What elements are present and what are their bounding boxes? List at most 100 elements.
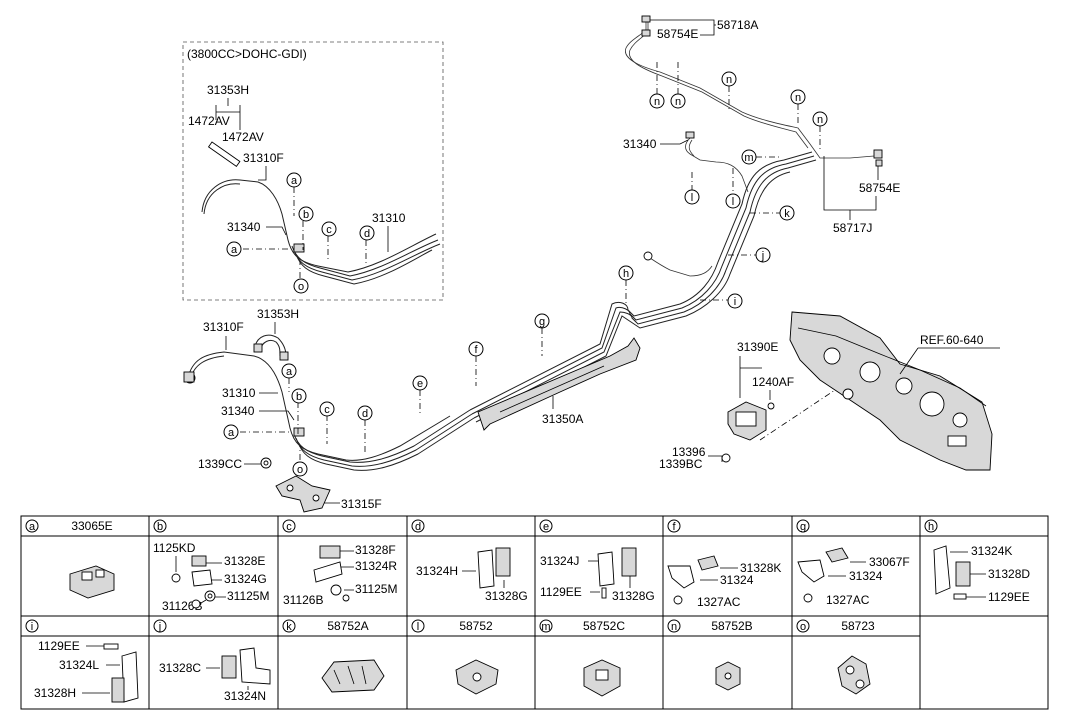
module-and-dash-panel: 31390E 1240AF 13396 1339BC REF.60-640 xyxy=(659,311,1000,471)
cell-o-letter: o xyxy=(800,621,806,633)
callout-d-inset: d xyxy=(364,228,370,240)
label-58754E-top: 58754E xyxy=(657,27,698,41)
callout-k: k xyxy=(784,208,790,220)
callout-l-left: l xyxy=(691,192,693,204)
h-1129EE: 1129EE xyxy=(988,590,1030,604)
label-31310-inset: 31310 xyxy=(372,211,406,225)
i-31324L: 31324L xyxy=(59,658,99,672)
label-31340-inset: 31340 xyxy=(227,220,261,234)
f-31324: 31324 xyxy=(720,573,754,587)
callout-m: m xyxy=(744,152,753,164)
cell-k-title: 58752A xyxy=(327,619,368,633)
callout-b-main: b xyxy=(296,391,302,403)
e-1129EE: 1129EE xyxy=(540,585,582,599)
c-31324R: 31324R xyxy=(355,559,397,573)
label-31353H-inset: 31353H xyxy=(207,83,249,97)
main-left-assembly: 31353H 31310F 31310 31340 1339CC 31315F xyxy=(183,307,475,513)
label-1472AV-inset-right: 1472AV xyxy=(222,130,264,144)
cell-a-letter: a xyxy=(29,521,36,533)
cell-a-title: 33065E xyxy=(71,519,112,533)
g-31324: 31324 xyxy=(849,569,883,583)
b-31324G: 31324G xyxy=(224,572,267,586)
callout-n-5: n xyxy=(817,114,823,126)
b-31125M: 31125M xyxy=(227,589,269,603)
cell-l-letter: l xyxy=(417,621,419,633)
label-31340-upper: 31340 xyxy=(623,137,657,151)
g-1327AC: 1327AC xyxy=(826,593,870,607)
label-31310: 31310 xyxy=(222,386,256,400)
label-1240AF: 1240AF xyxy=(752,375,794,389)
label-31390E: 31390E xyxy=(737,340,778,354)
label-58717J: 58717J xyxy=(833,221,872,235)
callout-o-main: o xyxy=(297,464,303,476)
part-58752A xyxy=(321,659,385,693)
callout-h: h xyxy=(623,268,629,280)
callout-b-inset: b xyxy=(303,209,309,221)
cell-o-title: 58723 xyxy=(841,619,875,633)
d-31328G: 31328G xyxy=(485,589,528,603)
label-1339CC: 1339CC xyxy=(198,457,242,471)
cell-f-letter: f xyxy=(672,521,676,533)
callout-d-main: d xyxy=(362,408,368,420)
e-31324J: 31324J xyxy=(540,554,579,568)
callout-a-main-top: a xyxy=(286,366,293,378)
label-31353H: 31353H xyxy=(257,307,299,321)
i-1129EE: 1129EE xyxy=(38,639,80,653)
label-1472AV-inset-left: 1472AV xyxy=(188,114,230,128)
c-31125M: 31125M xyxy=(355,582,397,596)
parts-table: a 33065E b c d e f g h 1125KD 31328E 313… xyxy=(20,515,1049,710)
label-31310F-inset: 31310F xyxy=(243,151,284,165)
callout-j: j xyxy=(761,250,764,262)
b-1125KD: 1125KD xyxy=(153,541,196,555)
cell-d-letter: d xyxy=(415,521,421,533)
main-pipe-run: 31350A 31340 58718A 58754E 58754E 58717J… xyxy=(412,15,900,431)
cell-m-letter: m xyxy=(541,621,550,633)
callout-f: f xyxy=(474,344,478,356)
label-58754E: 58754E xyxy=(859,181,900,195)
callout-l-right: l xyxy=(732,196,734,208)
callout-o-inset: o xyxy=(298,281,304,293)
cell-l-title: 58752 xyxy=(459,619,493,633)
callout-a-inset-top: a xyxy=(291,175,298,187)
f-31328K: 31328K xyxy=(740,561,781,575)
j-31328C: 31328C xyxy=(159,661,201,675)
callout-n-1: n xyxy=(654,96,660,108)
b-31328E: 31328E xyxy=(224,554,265,568)
part-33065E xyxy=(69,565,115,599)
callout-g: g xyxy=(539,316,545,328)
i-31328H: 31328H xyxy=(34,686,76,700)
label-31350A: 31350A xyxy=(542,412,583,426)
e-31328G: 31328G xyxy=(612,589,655,603)
cell-n-title: 58752B xyxy=(711,619,752,633)
cell-i-letter: i xyxy=(31,621,33,633)
label-58718A: 58718A xyxy=(717,18,758,32)
c-31328F: 31328F xyxy=(355,543,396,557)
cell-k-letter: k xyxy=(286,621,292,633)
h-31324K: 31324K xyxy=(971,544,1012,558)
part-58723 xyxy=(837,655,871,695)
callout-a-main-left: a xyxy=(228,427,235,439)
label-13396: 13396 xyxy=(672,445,706,459)
callout-e: e xyxy=(417,378,423,390)
callout-i: i xyxy=(734,296,736,308)
f-1327AC: 1327AC xyxy=(697,595,741,609)
label-31340: 31340 xyxy=(221,404,255,418)
cell-j-letter: j xyxy=(158,621,161,633)
cell-m-title: 58752C xyxy=(583,619,625,633)
callout-n-3: n xyxy=(726,74,732,86)
cell-h-letter: h xyxy=(928,521,934,533)
cell-n-letter: n xyxy=(671,621,677,633)
h-31328D: 31328D xyxy=(988,567,1030,581)
label-31315F: 31315F xyxy=(341,497,382,511)
inset-title: (3800CC>DOHC-GDI) xyxy=(187,47,307,61)
label-31310F: 31310F xyxy=(203,320,244,334)
callout-n-2: n xyxy=(675,96,681,108)
d-31324H: 31324H xyxy=(416,564,458,578)
callout-c-main: c xyxy=(324,404,330,416)
label-1339BC: 1339BC xyxy=(659,457,703,471)
callout-a-inset-left: a xyxy=(231,244,238,256)
callout-n-4: n xyxy=(795,92,801,104)
ref-60-640: REF.60-640 xyxy=(920,333,984,347)
c-31126B: 31126B xyxy=(283,593,323,607)
